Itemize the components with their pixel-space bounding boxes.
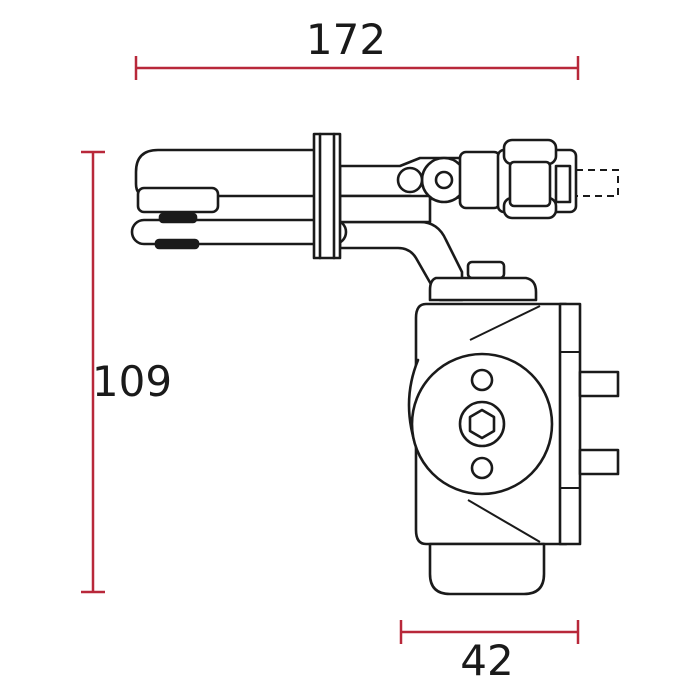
slider-pad-top [158,212,198,224]
lower-plate [130,218,348,246]
bracket-connector [458,150,502,210]
dimension-label-42: 42 [460,636,513,685]
slider-pad-bottom [154,238,200,250]
cap-screw-top [470,368,494,392]
arm-mount-plate [428,276,538,302]
dimension-label-172: 172 [306,15,386,64]
cover-plate [558,302,582,546]
cap-screw-bottom [470,456,494,480]
dimension-width-bottom: 42 [399,620,580,685]
chamfer-top [469,305,541,341]
valve-pin-bottom [578,448,620,476]
bracket-inner [508,160,552,208]
dimension-label-109: 109 [92,357,172,406]
bracket-side-plate [554,164,572,204]
valve-pin-top [578,370,620,398]
mounting-bar [312,132,342,260]
chamfer-bottom [467,499,541,543]
hidden-bolt-outline [576,169,619,197]
arm-block [466,260,506,280]
hex-spindle-icon [468,408,496,440]
pivot-link-end [396,166,424,194]
closer-body [407,302,620,596]
arm-assembly [130,132,619,302]
pivot-pin [434,170,454,190]
slider-block [136,186,220,214]
middle-link [338,194,432,224]
dimension-width-top: 172 [134,15,580,80]
bracket-top-cap [502,138,558,166]
body-foot [428,542,546,596]
dimension-height-left: 109 [81,150,172,594]
